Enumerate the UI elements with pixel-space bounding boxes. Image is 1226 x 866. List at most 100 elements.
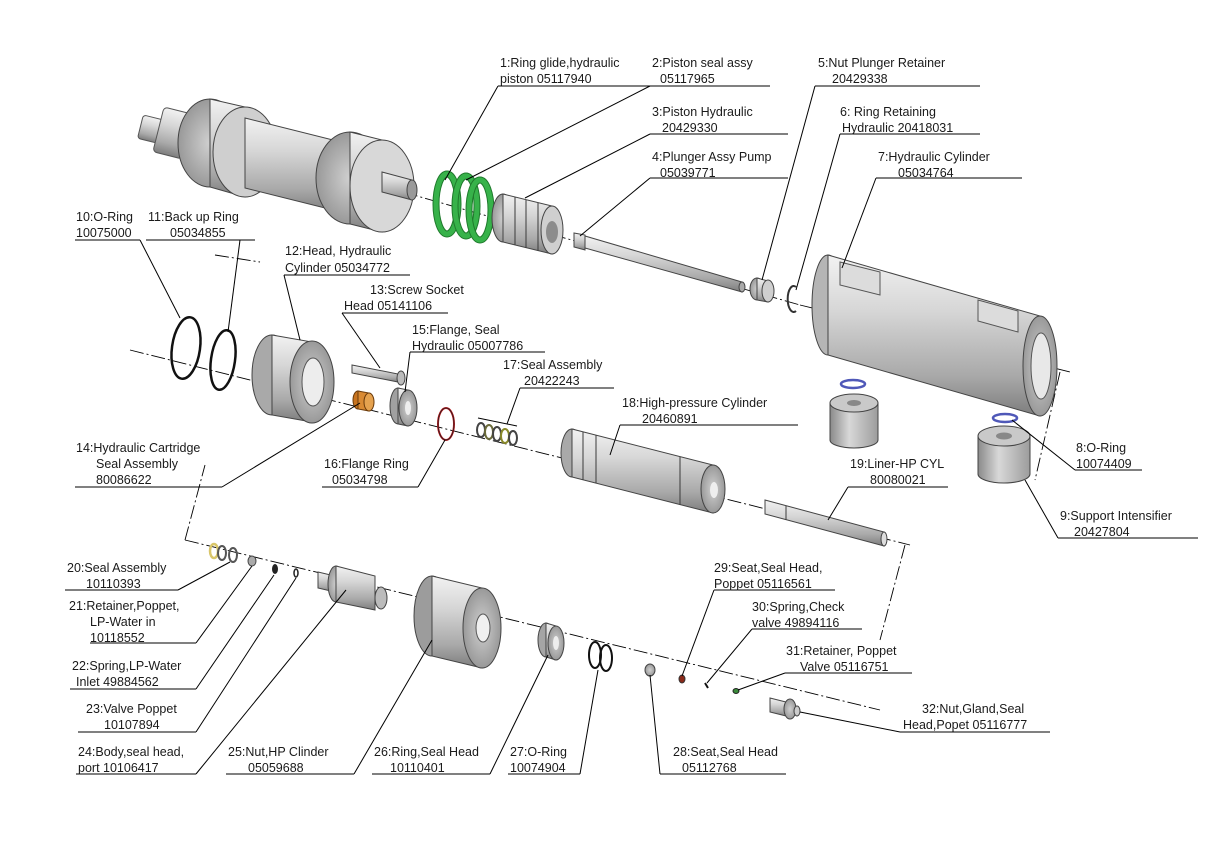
- nut-hp-cylinder-part: [413, 575, 502, 669]
- ring-retaining-part: [786, 285, 797, 313]
- callout-14-line2: Seal Assembly: [96, 457, 179, 471]
- callout-8-line2: 10074409: [1076, 457, 1132, 471]
- high-pressure-cylinder-part: [560, 428, 726, 514]
- callout-17-line2: 20422243: [524, 374, 580, 388]
- callout-1-line2: piston 05117940: [500, 72, 592, 86]
- callout-20-line2: 10110393: [86, 577, 141, 591]
- callout-22-line2: Inlet 49884562: [76, 675, 159, 689]
- callout-21-line3: 10118552: [90, 631, 145, 645]
- seat-seal-head-part: [644, 663, 656, 677]
- callout-labels: 1:Ring glide,hydraulic piston 05117940 2…: [67, 56, 1172, 775]
- callout-3-line2: 20429330: [662, 121, 718, 135]
- callout-8-line1: 8:O-Ring: [1076, 441, 1126, 455]
- callout-23-line1: 23:Valve Poppet: [86, 702, 177, 716]
- callout-27-line1: 27:O-Ring: [510, 745, 567, 759]
- callout-25-line1: 25:Nut,HP Clinder: [228, 745, 329, 759]
- callout-16-line2: 05034798: [332, 473, 388, 487]
- callout-2-line2: 05117965: [660, 72, 715, 86]
- callout-26-line2: 10110401: [390, 761, 445, 775]
- callout-23-line2: 10107894: [104, 718, 160, 732]
- callout-29-line2: Poppet 05116561: [714, 577, 812, 591]
- callout-12-line1: 12:Head, Hydraulic: [285, 244, 391, 258]
- retainer-poppet-part: [247, 555, 257, 567]
- callout-19-line1: 19:Liner-HP CYL: [850, 457, 944, 471]
- callout-31-line1: 31:Retainer, Poppet: [786, 644, 897, 658]
- callout-6-line2: Hydraulic 20418031: [842, 121, 953, 135]
- spring-lp-water-part: [272, 564, 278, 574]
- callout-18-line2: 20460891: [642, 412, 698, 426]
- callout-13-line1: 13:Screw Socket: [370, 283, 464, 297]
- spring-check-valve-part: [704, 682, 709, 689]
- hydraulic-piston-assembly-part: [137, 98, 418, 233]
- callout-9-line2: 20427804: [1074, 525, 1130, 539]
- plunger-assy-part: [573, 232, 746, 293]
- callout-27-line2: 10074904: [510, 761, 566, 775]
- callout-10-line2: 10075000: [76, 226, 132, 240]
- callout-7-line2: 05034764: [898, 166, 954, 180]
- callout-32-line1: 32:Nut,Gland,Seal: [922, 702, 1024, 716]
- callout-28-line2: 05112768: [682, 761, 737, 775]
- piston-hydraulic-part: [491, 193, 564, 255]
- support-intensifier-part: [829, 378, 879, 449]
- callout-4-line1: 4:Plunger Assy Pump: [652, 150, 772, 164]
- callout-14-line1: 14:Hydraulic Cartridge: [76, 441, 200, 455]
- callout-20-line1: 20:Seal Assembly: [67, 561, 167, 575]
- callout-14-line3: 80086622: [96, 473, 152, 487]
- callout-22-line1: 22:Spring,LP-Water: [72, 659, 181, 673]
- seal-assembly-part: [476, 422, 518, 446]
- nut-gland-seal-head-part: [769, 697, 801, 720]
- o-ring-small-part: [588, 641, 613, 672]
- callout-21-line2: LP-Water in: [90, 615, 156, 629]
- callout-30-line2: valve 49894116: [752, 616, 839, 630]
- callout-26-line1: 26:Ring,Seal Head: [374, 745, 479, 759]
- callout-11-line2: 05034855: [170, 226, 226, 240]
- callout-15-line1: 15:Flange, Seal: [412, 323, 500, 337]
- leader-lines: [65, 85, 1198, 775]
- ring-seal-head-part: [537, 622, 565, 661]
- callout-16-line1: 16:Flange Ring: [324, 457, 409, 471]
- callout-30-line1: 30:Spring,Check: [752, 600, 845, 614]
- hydraulic-cylinder-part: [811, 254, 1058, 417]
- seal-assembly-small-part: [208, 542, 238, 563]
- callout-17-line1: 17:Seal Assembly: [503, 358, 603, 372]
- callout-31-line2: Valve 05116751: [800, 660, 889, 674]
- flange-ring-part: [437, 407, 455, 441]
- hydraulic-cartridge-seal-part: [352, 390, 375, 412]
- callout-1-line1: 1:Ring glide,hydraulic: [500, 56, 620, 70]
- callout-18-line1: 18:High-pressure Cylinder: [622, 396, 767, 410]
- callout-9-line1: 9:Support Intensifier: [1060, 509, 1172, 523]
- callout-5-line2: 20429338: [832, 72, 888, 86]
- callout-32-line2: Head,Popet 05116777: [903, 718, 1027, 732]
- callout-24-line1: 24:Body,seal head,: [78, 745, 184, 759]
- o-ring-part: [991, 412, 1019, 424]
- callout-29-line1: 29:Seat,Seal Head,: [714, 561, 822, 575]
- callout-19-line2: 80080021: [870, 473, 926, 487]
- screw-socket-head-part: [351, 364, 406, 386]
- callout-5-line1: 5:Nut Plunger Retainer: [818, 56, 945, 70]
- callout-10-line1: 10:O-Ring: [76, 210, 133, 224]
- callout-25-line2: 05059688: [248, 761, 304, 775]
- head-hydraulic-cylinder-part: [251, 334, 335, 424]
- piston-seal-part: [451, 172, 495, 244]
- back-up-ring-part: [209, 328, 237, 392]
- o-ring-large-part: [170, 315, 202, 381]
- callout-4-line2: 05039771: [660, 166, 716, 180]
- callout-15-line2: Hydraulic 05007786: [412, 339, 523, 353]
- callout-24-line2: port 10106417: [78, 761, 159, 775]
- body-seal-head-part: [317, 565, 388, 611]
- callout-11-line1: 11:Back up Ring: [148, 210, 239, 224]
- nut-plunger-retainer-part: [749, 277, 775, 303]
- valve-poppet-part: [293, 568, 299, 578]
- callout-3-line1: 3:Piston Hydraulic: [652, 105, 753, 119]
- support-intensifier-part-2: [977, 425, 1031, 484]
- callout-12-line2: Cylinder 05034772: [285, 261, 390, 275]
- callout-6-line1: 6: Ring Retaining: [840, 105, 936, 119]
- callout-2-line1: 2:Piston seal assy: [652, 56, 753, 70]
- liner-hp-cyl-part: [764, 499, 888, 547]
- retainer-poppet-valve-part: [732, 688, 740, 694]
- callout-21-line1: 21:Retainer,Poppet,: [69, 599, 180, 613]
- callout-7-line1: 7:Hydraulic Cylinder: [878, 150, 990, 164]
- callout-13-line2: Head 05141106: [344, 299, 432, 313]
- seat-seal-head-poppet-part: [678, 674, 686, 684]
